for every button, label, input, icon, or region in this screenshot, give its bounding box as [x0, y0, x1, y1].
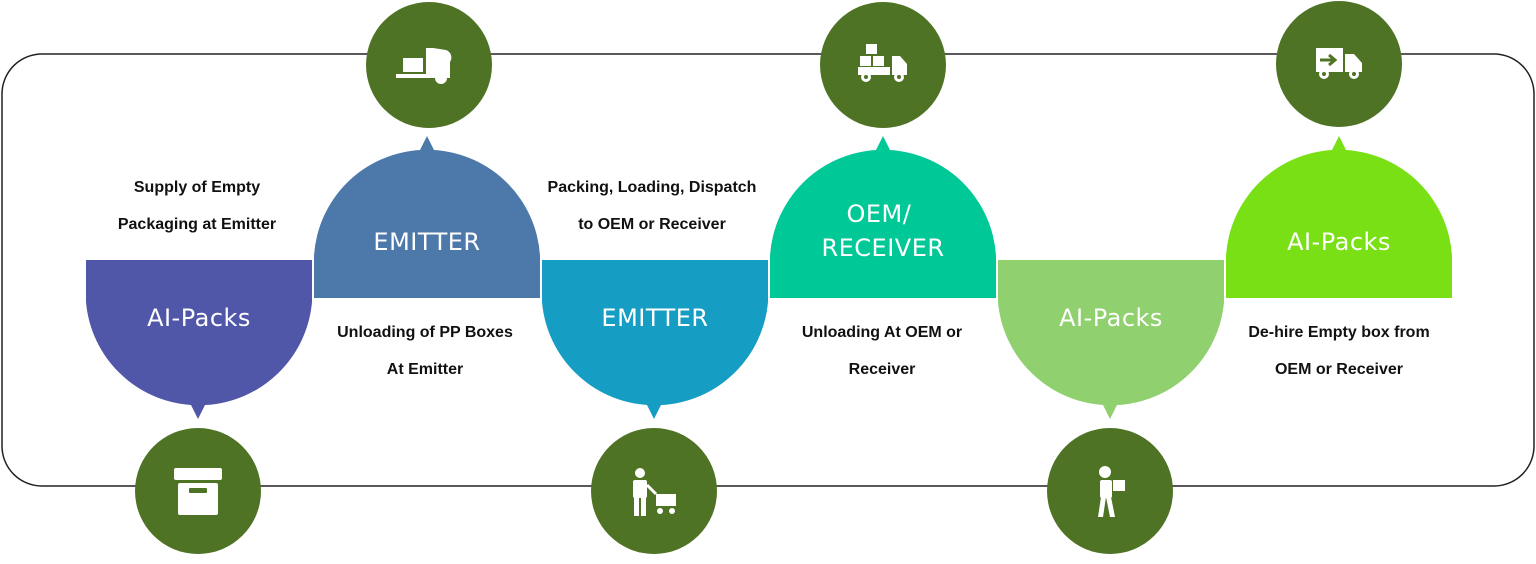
- description-line: Supply of Empty: [133, 179, 261, 196]
- process-frame: [1, 53, 1535, 487]
- description-line: Unloading At OEM or: [801, 324, 963, 341]
- description-line: Receiver: [848, 361, 916, 378]
- stage-s1-label: AI-Packs: [147, 304, 251, 332]
- description-line: De-hire Empty box from: [1248, 324, 1430, 341]
- return-truck-icon: [1276, 1, 1402, 127]
- stage-s4-label: OEM/ RECEIVER: [821, 200, 944, 262]
- stage-s3: EMITTER: [542, 260, 768, 419]
- description-line: Unloading of PP Boxes: [337, 324, 513, 341]
- stage-s2: EMITTER: [314, 136, 540, 298]
- stage-s3-label: EMITTER: [601, 304, 708, 332]
- storage-box-icon: [135, 428, 261, 554]
- description-line: OEM or Receiver: [1274, 361, 1404, 378]
- stage-s6: AI-Packs: [1226, 136, 1452, 298]
- description-line: At Emitter: [386, 361, 464, 378]
- delivery-truck-icon: [820, 2, 946, 128]
- description-line: Packaging at Emitter: [117, 216, 277, 233]
- stage-s4: OEM/ RECEIVER: [770, 136, 996, 298]
- stage-s6-label: AI-Packs: [1287, 228, 1391, 256]
- stage-s2-label: EMITTER: [373, 228, 480, 256]
- step-description-packing-dispatch: Packing, Loading, Dispatch to OEM or Rec…: [537, 169, 767, 243]
- forklift-icon: [366, 2, 492, 128]
- step-description-dehire: De-hire Empty box from OEM or Receiver: [1224, 314, 1454, 388]
- delivery-person-icon: [1047, 428, 1173, 554]
- step-description-unloading-emitter: Unloading of PP Boxes At Emitter: [310, 314, 540, 388]
- description-line: to OEM or Receiver: [578, 216, 726, 233]
- step-description-supply: Supply of Empty Packaging at Emitter: [82, 169, 312, 243]
- stage-s5: AI-Packs: [998, 260, 1224, 419]
- step-description-unloading-oem: Unloading At OEM or Receiver: [767, 314, 997, 388]
- stage-s5-label: AI-Packs: [1059, 304, 1163, 332]
- description-line: Packing, Loading, Dispatch: [547, 179, 757, 196]
- stage-s1: AI-Packs: [86, 260, 312, 419]
- porter-trolley-icon: [591, 428, 717, 554]
